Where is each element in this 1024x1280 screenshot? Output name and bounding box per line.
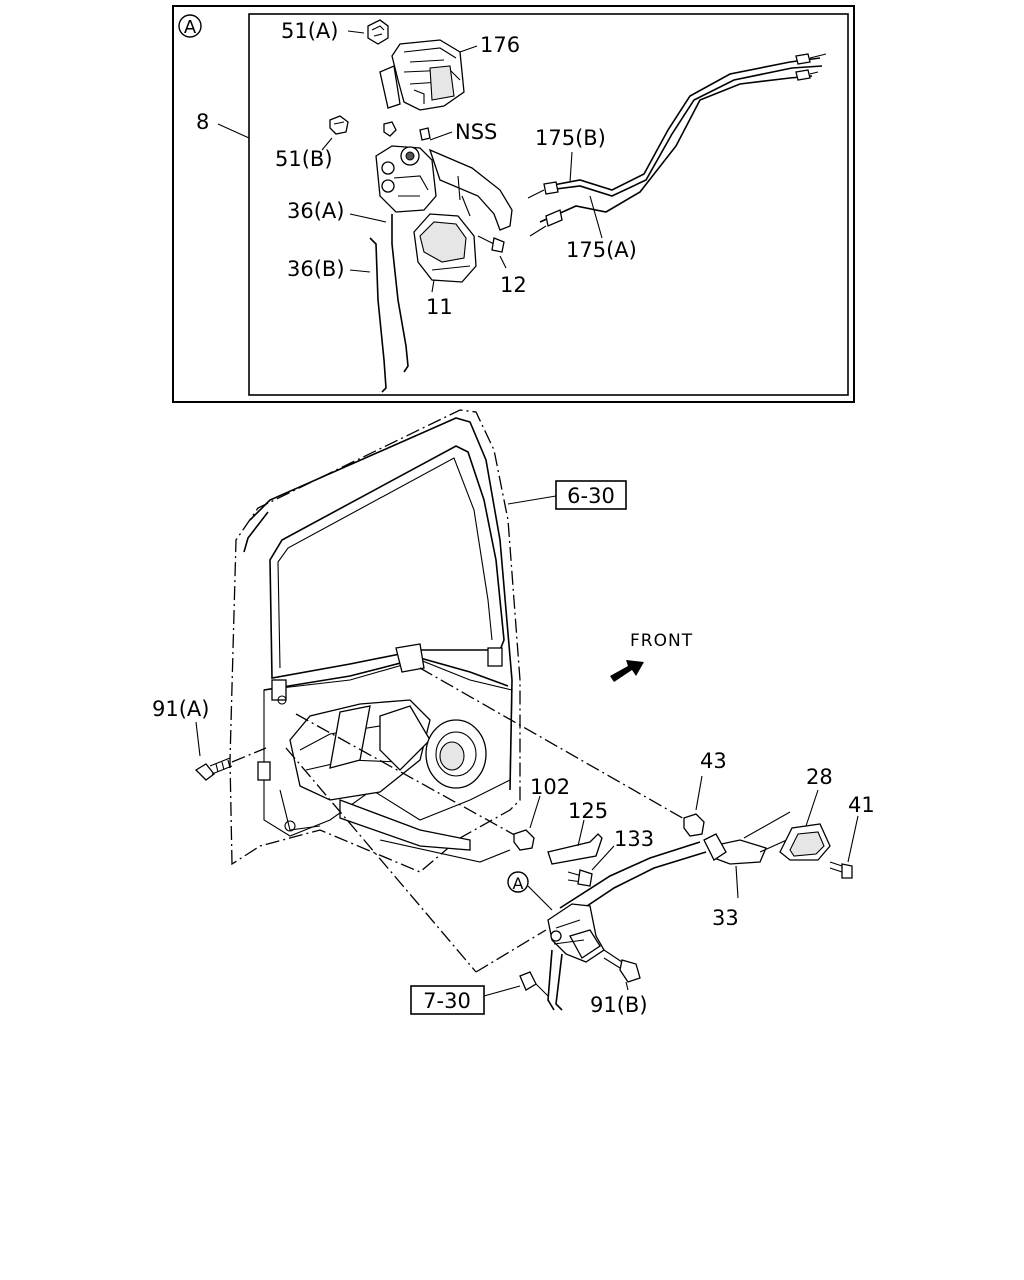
label-102: 102: [530, 775, 570, 799]
label-176: 176: [480, 33, 520, 57]
arrow-icon: [610, 660, 644, 682]
callout-a-circle: [507, 871, 529, 893]
lock-assembly-callout-a: A: [483, 871, 605, 1011]
inset-marker-letter: A: [184, 17, 197, 38]
bezel-28: [779, 823, 831, 861]
door-shell-outline: [229, 409, 521, 873]
lock-housing-176: [379, 39, 465, 111]
label-33: 33: [712, 906, 739, 930]
inset-outer-frame: [172, 5, 855, 403]
bolt-91b: [603, 949, 641, 983]
rod-36b: [369, 237, 387, 393]
label-36b: 36(B): [287, 257, 345, 281]
label-43: 43: [700, 749, 727, 773]
label-125: 125: [568, 799, 608, 823]
inside-handle-33: [559, 811, 801, 921]
front-label: FRONT: [630, 631, 693, 651]
clip-102: [513, 829, 535, 851]
label-91a: 91(A): [152, 697, 209, 721]
svg-text:6-30: 6-30: [567, 484, 615, 508]
label-12: 12: [500, 273, 527, 297]
window-opening: [269, 445, 505, 679]
label-175b: 175(B): [535, 126, 606, 150]
latch-assembly: [375, 121, 513, 231]
clip-43: [683, 813, 705, 837]
actuator-11: [413, 213, 477, 283]
callout-a-letter: A: [513, 874, 524, 893]
label-51b: 51(B): [275, 147, 333, 171]
label-nss: NSS: [455, 120, 497, 144]
label-175a: 175(A): [566, 238, 637, 262]
ref-box-7-30: 7-30: [410, 985, 485, 1015]
inset-marker-circle: [178, 14, 202, 38]
screw-41: [829, 861, 853, 879]
label-51a: 51(A): [281, 19, 338, 43]
label-8: 8: [196, 110, 209, 134]
door-assembly-view: [229, 409, 521, 873]
cables-175: [527, 53, 827, 237]
label-41: 41: [848, 793, 875, 817]
bolt-133: [567, 869, 593, 887]
label-11: 11: [426, 295, 453, 319]
screw-12: [477, 235, 505, 253]
label-91b: 91(B): [590, 993, 648, 1017]
rod-36a: [391, 214, 409, 373]
inset-detail-a: A 8 51(A) 176 51(B): [172, 5, 855, 403]
bolt-91a: [194, 747, 267, 781]
label-36a: 36(A): [287, 199, 344, 223]
clip-51a: [367, 19, 389, 45]
inset-inner-frame: [248, 13, 849, 396]
label-133: 133: [614, 827, 654, 851]
front-direction-arrow: FRONT: [610, 631, 693, 682]
label-28: 28: [806, 765, 833, 789]
ref-box-6-30: 6-30: [507, 480, 627, 510]
clip-51b: [329, 115, 349, 135]
svg-text:7-30: 7-30: [423, 989, 471, 1013]
bracket-125: [547, 833, 603, 865]
